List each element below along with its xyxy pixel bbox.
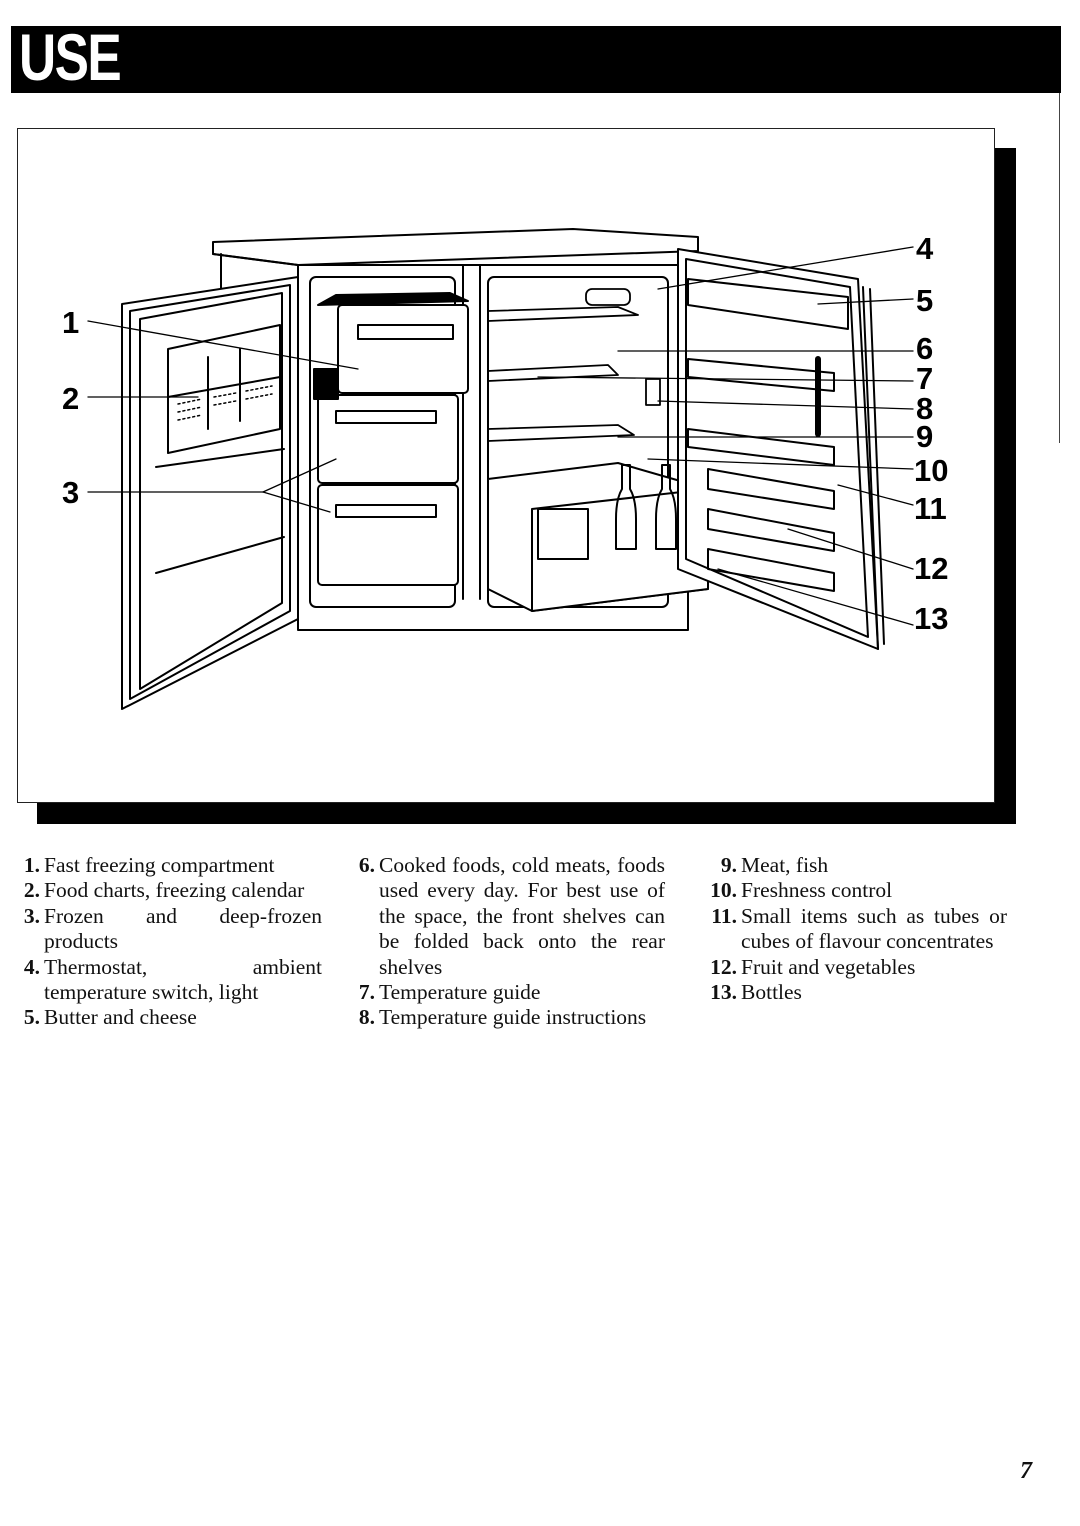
legend-item: 13.Bottles [700, 980, 1007, 1005]
leader-7 [537, 376, 914, 382]
leader-lines [87, 246, 914, 626]
legend-text: Meat, fish [741, 853, 829, 877]
leader-11 [837, 484, 914, 506]
legend-item: 7.Temperature guide [353, 980, 665, 1005]
freezer-door [121, 276, 299, 710]
legend-text: Temperature guide instructions [379, 1005, 647, 1030]
callout-2: 2 [62, 381, 80, 416]
legend-number: 6. [358, 853, 375, 877]
legend-number: 2. [23, 878, 40, 903]
legend-number: 9. [720, 853, 737, 877]
crisper-drawer [487, 462, 709, 612]
leader-3c [262, 491, 331, 513]
legend-item: 10.Freshness control [700, 878, 1007, 903]
legend-text: Bottles [741, 980, 802, 1005]
legend-text: Butter and cheese [44, 1005, 197, 1030]
legend-item: 12.Fruit and vegetables [700, 955, 1007, 980]
legend-number: 4. [23, 954, 40, 979]
legend-text: Cooked foods, cold meats, foods used eve… [379, 853, 665, 979]
legend-column-1: 1.Fast freezing compartment 2.Food chart… [14, 853, 322, 1031]
legend-column-2: 6.Cooked foods, cold meats, foods used e… [353, 853, 665, 1031]
legend-text: Food charts, freezing calendar [44, 878, 305, 903]
callout-12: 12 [914, 551, 949, 586]
legend-text: Freshness control [741, 878, 893, 903]
legend-number: 10. [710, 878, 737, 903]
legend-item: 11.Small items such as tubes or cubes of… [700, 904, 1007, 955]
legend-text: Thermostat, ambient temperature switch, … [44, 954, 322, 1005]
section-title: USE [19, 20, 122, 94]
leader-10 [647, 458, 914, 470]
legend-number: 1. [23, 853, 40, 877]
leader-8 [657, 400, 914, 410]
fridge-shelves [487, 288, 661, 442]
legend-number: 5. [23, 1005, 40, 1030]
countertop [212, 228, 699, 290]
legend-number: 3. [23, 903, 40, 928]
legend-item: 6.Cooked foods, cold meats, foods used e… [353, 853, 665, 980]
fridge-door [677, 248, 885, 650]
fridge-illustration [87, 228, 914, 710]
callout-5: 5 [916, 283, 934, 318]
legend-number: 13. [710, 980, 737, 1005]
leader-13 [717, 568, 914, 626]
legend-text: Frozen and deep-frozen products [44, 903, 322, 954]
leader-5 [817, 298, 914, 305]
callout-3: 3 [62, 475, 80, 510]
legend-item: 9.Meat, fish [700, 853, 1007, 878]
callout-11: 11 [914, 491, 947, 526]
legend-text: Fruit and vegetables [741, 954, 916, 979]
callout-4: 4 [916, 231, 934, 266]
legend-item: 8.Temperature guide instructions [353, 1005, 665, 1030]
legend-number: 7. [358, 980, 375, 1005]
legend-item: 5.Butter and cheese [14, 1005, 322, 1030]
callout-1: 1 [62, 305, 80, 340]
legend-column-3: 9.Meat, fish 10.Freshness control 11.Sma… [700, 853, 1007, 1005]
legend-text: Small items such as tubes or cubes of fl… [741, 903, 1007, 954]
callout-10: 10 [914, 453, 949, 488]
leader-4 [657, 246, 914, 290]
legend-item: 4.Thermostat, ambient temperature switch… [14, 955, 322, 1006]
legend-number: 8. [358, 1005, 375, 1030]
legend-text: Fast freezing compartment [44, 853, 275, 877]
legend-text: Temperature guide [379, 980, 541, 1005]
callout-9: 9 [916, 419, 934, 454]
figure-frame: 1 2 3 4 5 6 7 8 9 10 11 12 13 [17, 128, 995, 803]
legend-number: 11. [711, 903, 737, 928]
food-chart-dots [177, 385, 273, 421]
callout-6: 6 [916, 331, 934, 366]
margin-rule [1059, 93, 1060, 443]
freezer-drawers [313, 292, 469, 586]
legend-number: 12. [710, 954, 737, 979]
legend-item: 1.Fast freezing compartment [14, 853, 322, 878]
callout-7: 7 [916, 361, 934, 396]
callout-8: 8 [916, 391, 934, 426]
legend-item: 2.Food charts, freezing calendar [14, 878, 322, 903]
leader-12 [787, 528, 914, 570]
section-header-bar: USE [11, 20, 1061, 94]
page-number: 7 [1020, 1458, 1032, 1484]
leader-3b [262, 458, 337, 493]
leader-1 [87, 320, 359, 370]
legend-item: 3.Frozen and deep-frozen products [14, 904, 322, 955]
callout-13: 13 [914, 601, 949, 636]
